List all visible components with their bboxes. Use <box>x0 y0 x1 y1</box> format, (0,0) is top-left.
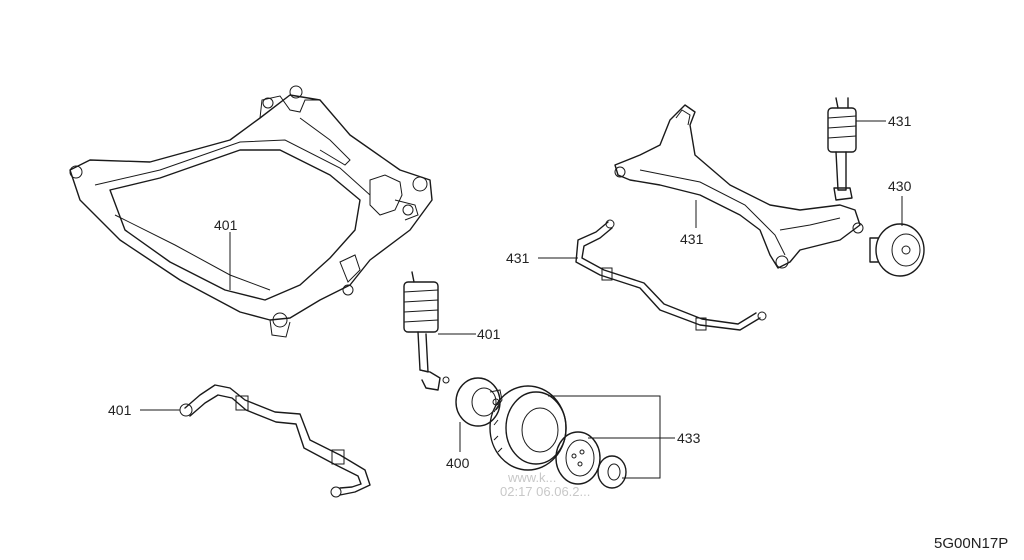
callout-rear-hub: 430 <box>888 178 912 226</box>
callout-hub-front: 400 <box>446 422 470 471</box>
rear-stabilizer-bar <box>575 219 767 331</box>
rear-strut <box>827 97 857 201</box>
label-hub-front: 400 <box>446 455 470 471</box>
label-subframe: 401 <box>214 217 238 233</box>
label-stabilizer-front: 401 <box>108 402 132 418</box>
rear-hub <box>869 223 925 277</box>
drawing-code: 5G00N17P <box>934 535 1008 552</box>
callout-stabilizer-front: 401 <box>108 402 180 418</box>
label-rear-hub: 430 <box>888 178 912 194</box>
callout-rear-strut: 431 <box>856 113 912 129</box>
callout-knuckle-assembly: 433 <box>548 395 701 479</box>
callout-rear-link: 431 <box>680 200 704 247</box>
front-subframe <box>69 85 433 338</box>
label-rear-link: 431 <box>680 231 704 247</box>
label-strut-front: 401 <box>477 326 501 342</box>
label-knuckle-assembly: 433 <box>677 430 701 446</box>
callout-subframe: 401 <box>214 217 238 290</box>
knuckle-assembly <box>489 385 627 489</box>
front-stabilizer-bar <box>179 384 371 498</box>
watermark-line-2: 02:17 06.06.2... <box>500 484 590 499</box>
watermark-line-1: www.k... <box>507 470 556 485</box>
label-rear-stabilizer: 431 <box>506 250 530 266</box>
watermark: www.k... 02:17 06.06.2... <box>500 470 590 499</box>
front-strut <box>403 271 450 391</box>
callout-rear-stabilizer: 431 <box>506 250 578 266</box>
front-hub <box>455 377 503 427</box>
callout-strut-front: 401 <box>438 326 501 342</box>
label-rear-strut: 431 <box>888 113 912 129</box>
rear-lower-link <box>614 104 864 269</box>
